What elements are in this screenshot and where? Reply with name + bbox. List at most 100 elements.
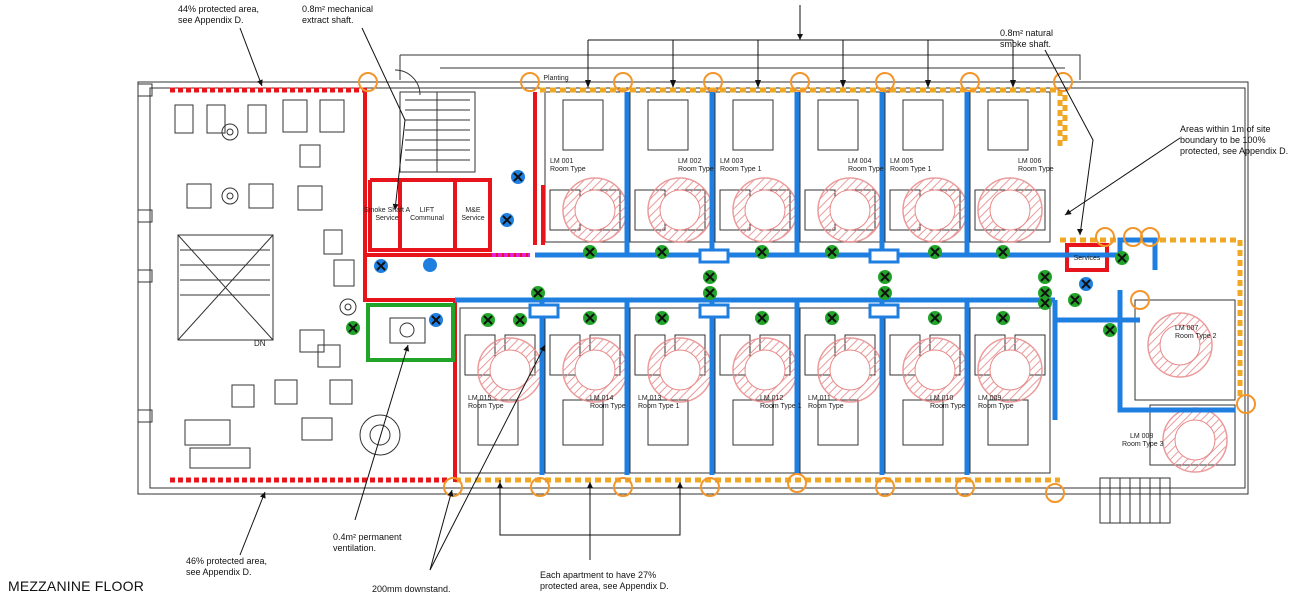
hatched-protected-core: [659, 349, 701, 391]
blue-x-icon: [1079, 277, 1093, 291]
door-frame: [698, 248, 730, 264]
room-number-label: LM 008: [1130, 433, 1153, 440]
room-outline: [969, 307, 1051, 474]
room-number-label: LM 002: [678, 158, 701, 165]
sprinkler-head-icon: [790, 72, 810, 92]
room-number-label: LM 013: [638, 395, 661, 402]
hatched-protected-core: [914, 349, 956, 391]
sprinkler-head-icon: [1123, 227, 1143, 247]
green-x-icon: [513, 313, 527, 327]
room-type-label: Room Type: [808, 403, 844, 410]
apartment-rooms: [459, 91, 1236, 474]
arrow-head: [497, 482, 503, 488]
services-label: Services: [1074, 255, 1101, 262]
arrow-head: [840, 80, 846, 88]
stair-dn-label: DN: [254, 339, 266, 348]
room-type-label: Room Type: [1018, 166, 1054, 173]
room-number-label: LM 001: [550, 158, 573, 165]
arrow-head: [797, 34, 803, 40]
room-type-label: Room Type: [978, 403, 1014, 410]
hatched-protected-core: [829, 189, 871, 231]
sprinkler-head-icon: [700, 477, 720, 497]
green-x-icon: [346, 321, 360, 335]
green-zone: [366, 303, 455, 362]
arrow-head: [403, 345, 410, 352]
hatched-protected-core: [489, 349, 531, 391]
green-x-icon: [928, 245, 942, 259]
sprinkler-head-icon: [1053, 72, 1073, 92]
green-x-icon: [878, 270, 892, 284]
room-type-label: Room Type 1: [720, 166, 762, 173]
green-x-icon: [996, 311, 1010, 325]
room-type-label: Room Type 3: [1122, 441, 1164, 448]
sprinkler-head-icon: [520, 72, 540, 92]
green-x-icon: [928, 311, 942, 325]
arrow-head: [677, 482, 683, 488]
hatched-protected-core: [744, 349, 786, 391]
room-type-label: Room Type: [848, 166, 884, 173]
green-x-icon: [531, 286, 545, 300]
bed-icon: [817, 99, 859, 151]
protected-area-44-note: 44% protected area, see Appendix D.: [178, 4, 260, 25]
sprinkler-head-icon: [960, 72, 980, 92]
green-x-icon: [481, 313, 495, 327]
green-x-icon: [703, 286, 717, 300]
arrow-head: [587, 482, 593, 488]
smoke-shaft-label: Smoke Shaft A: [364, 207, 411, 214]
blue-x-symbols: [374, 170, 1093, 327]
room-outline: [1134, 299, 1236, 401]
sprinkler-head-icon: [875, 72, 895, 92]
door-frame: [868, 248, 900, 264]
hatched-protected-core: [574, 189, 616, 231]
arrow-head: [585, 80, 591, 88]
room-type-label: Room Type 2: [1175, 333, 1217, 340]
room-number-label: LM 004: [848, 158, 871, 165]
sprinkler-head-icon: [530, 477, 550, 497]
sprinkler-head-icon: [1130, 290, 1150, 310]
sprinkler-head-icon: [613, 72, 633, 92]
sprinkler-head-icon: [955, 477, 975, 497]
lift-communal-label: Communal: [410, 215, 444, 222]
bed-icon: [732, 99, 774, 151]
hatched-protected-core: [989, 349, 1031, 391]
sprinkler-head-icon: [1045, 483, 1065, 503]
protected-area-hatching: [477, 177, 1228, 473]
fire-walls: [363, 88, 1109, 482]
green-x-icon: [825, 245, 839, 259]
corridor-wall: [535, 237, 1158, 270]
door-frame: [528, 303, 560, 319]
green-x-icon: [1115, 251, 1129, 265]
green-x-icon: [1068, 293, 1082, 307]
arrow-head: [392, 203, 399, 210]
sprinkler-head-icon: [875, 477, 895, 497]
room-number-label: LM 005: [890, 158, 913, 165]
green-x-icon: [1038, 270, 1052, 284]
hatched-protected-core: [829, 349, 871, 391]
blue-x-icon: [511, 170, 525, 184]
arrow-head: [447, 490, 454, 497]
room-type-label: Room Type: [590, 403, 626, 410]
hatched-protected-core: [989, 189, 1031, 231]
permanent-ventilation-note: 0.4m² permanent ventilation.: [333, 532, 402, 553]
room-type-label: Room Type 1: [890, 166, 932, 173]
vent-circle-icon: [423, 258, 437, 272]
sprinkler-head-icon: [358, 72, 378, 92]
natural-shaft-note: 0.8m² natural smoke shaft.: [1000, 28, 1054, 49]
arrow-head: [1065, 209, 1072, 215]
apartment-protected-note: Each apartment to have 27% protected are…: [540, 570, 669, 591]
me-label: M&E: [465, 207, 481, 214]
green-x-icon: [878, 286, 892, 300]
corridor-walls: [455, 92, 1235, 475]
room-type-label: Room Type: [550, 166, 586, 173]
sprinkler-heads: [358, 72, 1256, 503]
sprinkler-head-icon: [1236, 394, 1256, 414]
leader-arrows: [257, 34, 1083, 499]
core-labels: Smoke Shaft A Service LIFT Communal M&E …: [364, 75, 1101, 262]
bed-icon: [647, 99, 689, 151]
green-x-icon: [1038, 296, 1052, 310]
protected-boundary: [455, 87, 1243, 483]
room-number-label: LM 003: [720, 158, 743, 165]
green-x-icon: [1103, 323, 1117, 337]
bed-icon: [562, 99, 604, 151]
